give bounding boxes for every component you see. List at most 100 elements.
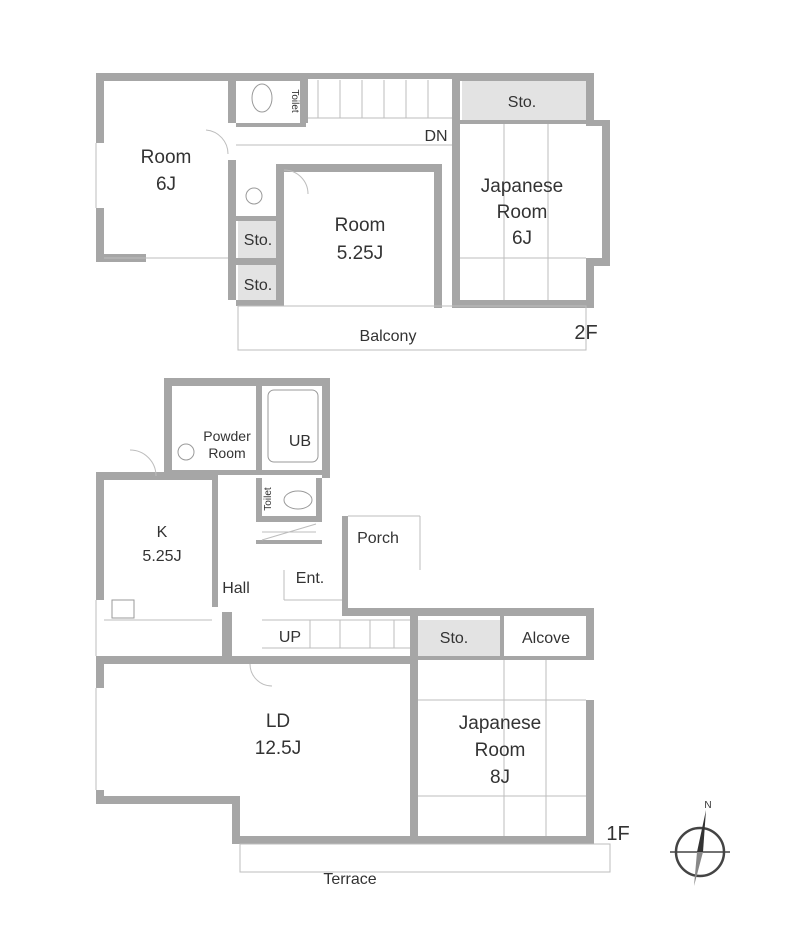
- japanese-room-1f-line1: Japanese: [459, 713, 541, 734]
- wall: [96, 472, 104, 600]
- wall: [96, 73, 236, 81]
- wall: [96, 796, 238, 804]
- wall: [164, 378, 330, 386]
- sto-1f-label: Sto.: [440, 630, 468, 647]
- wall: [342, 608, 594, 616]
- wall: [96, 790, 104, 800]
- sink-fixture: [177, 443, 195, 461]
- wall: [418, 656, 586, 660]
- kitchen-sink-fixture: [111, 599, 135, 619]
- compass-north-label: N: [704, 800, 711, 811]
- kitchen-size: 5.25J: [142, 548, 181, 565]
- wall: [96, 656, 418, 664]
- wall: [500, 616, 504, 656]
- room-center-name: Room: [335, 215, 386, 236]
- wall: [222, 612, 232, 658]
- wall: [232, 836, 418, 844]
- alcove-label: Alcove: [522, 630, 570, 647]
- sto-low-fill: [238, 265, 280, 303]
- floor-1f: Powder Room UB Toilet K 5.25J Porch Hall…: [95, 378, 630, 888]
- toilet-fixture: [283, 490, 313, 510]
- floor-2f: Room 6J Toilet DN Sto. Japanese Room 6J …: [95, 73, 610, 351]
- room-west-size: 6J: [156, 174, 176, 195]
- wall: [256, 386, 262, 470]
- wall: [96, 208, 104, 262]
- terrace-outline: [239, 843, 611, 873]
- sto-mid-label: Sto.: [244, 232, 272, 249]
- sto-mid-fill: [238, 220, 280, 258]
- terrace-label: Terrace: [323, 871, 376, 888]
- wall: [228, 73, 236, 123]
- room-center-size: 5.25J: [337, 243, 383, 264]
- wall: [236, 73, 306, 81]
- wall: [322, 378, 330, 478]
- wall: [96, 73, 104, 143]
- wall: [434, 164, 442, 308]
- wall: [164, 470, 330, 475]
- japanese-room-1f-line2: Room: [475, 740, 526, 761]
- balcony-label: Balcony: [360, 328, 417, 345]
- wall: [586, 608, 594, 660]
- wall: [586, 258, 610, 266]
- wall: [256, 516, 322, 522]
- kitchen-name: K: [157, 524, 168, 541]
- bathtub-fixture: [267, 389, 319, 463]
- wall: [276, 164, 442, 172]
- wall: [316, 478, 322, 522]
- wall: [452, 73, 460, 163]
- wall: [458, 73, 592, 81]
- door-swing: [283, 169, 309, 195]
- porch-label: Porch: [357, 530, 399, 547]
- wall: [300, 73, 308, 123]
- compass-south-needle: [694, 852, 703, 886]
- ld-name: LD: [266, 711, 290, 732]
- ub-label: UB: [289, 433, 311, 450]
- up-label: UP: [279, 629, 301, 646]
- wall: [236, 123, 306, 127]
- wall: [586, 700, 594, 840]
- wall: [458, 300, 594, 308]
- ld-size: 12.5J: [255, 738, 301, 759]
- wall: [586, 258, 594, 308]
- sink-fixture: [245, 187, 263, 205]
- japanese-room-2f-line2: Room: [497, 202, 548, 223]
- powder-room-line2: Room: [208, 445, 245, 461]
- toilet-fixture: [251, 83, 273, 113]
- balcony-outline: [237, 305, 587, 351]
- wall: [276, 164, 284, 306]
- door-swing: [129, 449, 157, 477]
- door-swing: [249, 663, 273, 687]
- wall: [342, 516, 348, 616]
- wall: [236, 216, 284, 221]
- wall: [236, 300, 284, 306]
- wall: [458, 120, 588, 124]
- door-swing: [205, 129, 229, 155]
- japanese-room-1f-size: 8J: [490, 767, 510, 788]
- wall: [586, 120, 610, 126]
- wall: [452, 160, 460, 308]
- sto-ne-fill: [462, 80, 586, 122]
- entrance-label: Ent.: [296, 570, 324, 587]
- wall: [308, 73, 458, 79]
- wall: [256, 540, 322, 544]
- japanese-room-2f-size: 6J: [512, 228, 532, 249]
- step-diagonal: [261, 523, 317, 541]
- dn-label: DN: [424, 128, 447, 145]
- wall: [164, 378, 172, 478]
- toilet-1f-label: Toilet: [263, 487, 274, 511]
- wall: [212, 475, 218, 607]
- wall: [236, 258, 284, 265]
- compass-north-needle: [697, 810, 706, 852]
- toilet-2f-label: Toilet: [289, 89, 300, 113]
- floor-2f-label: 2F: [574, 322, 597, 344]
- powder-room-line1: Powder: [203, 428, 251, 444]
- sto-ne-label: Sto.: [508, 94, 536, 111]
- wall: [96, 664, 104, 688]
- hall-label: Hall: [222, 580, 250, 597]
- japanese-room-2f-line1: Japanese: [481, 176, 563, 197]
- wall: [602, 120, 610, 266]
- wall: [586, 73, 594, 123]
- wall: [228, 160, 236, 300]
- sto-low-label: Sto.: [244, 277, 272, 294]
